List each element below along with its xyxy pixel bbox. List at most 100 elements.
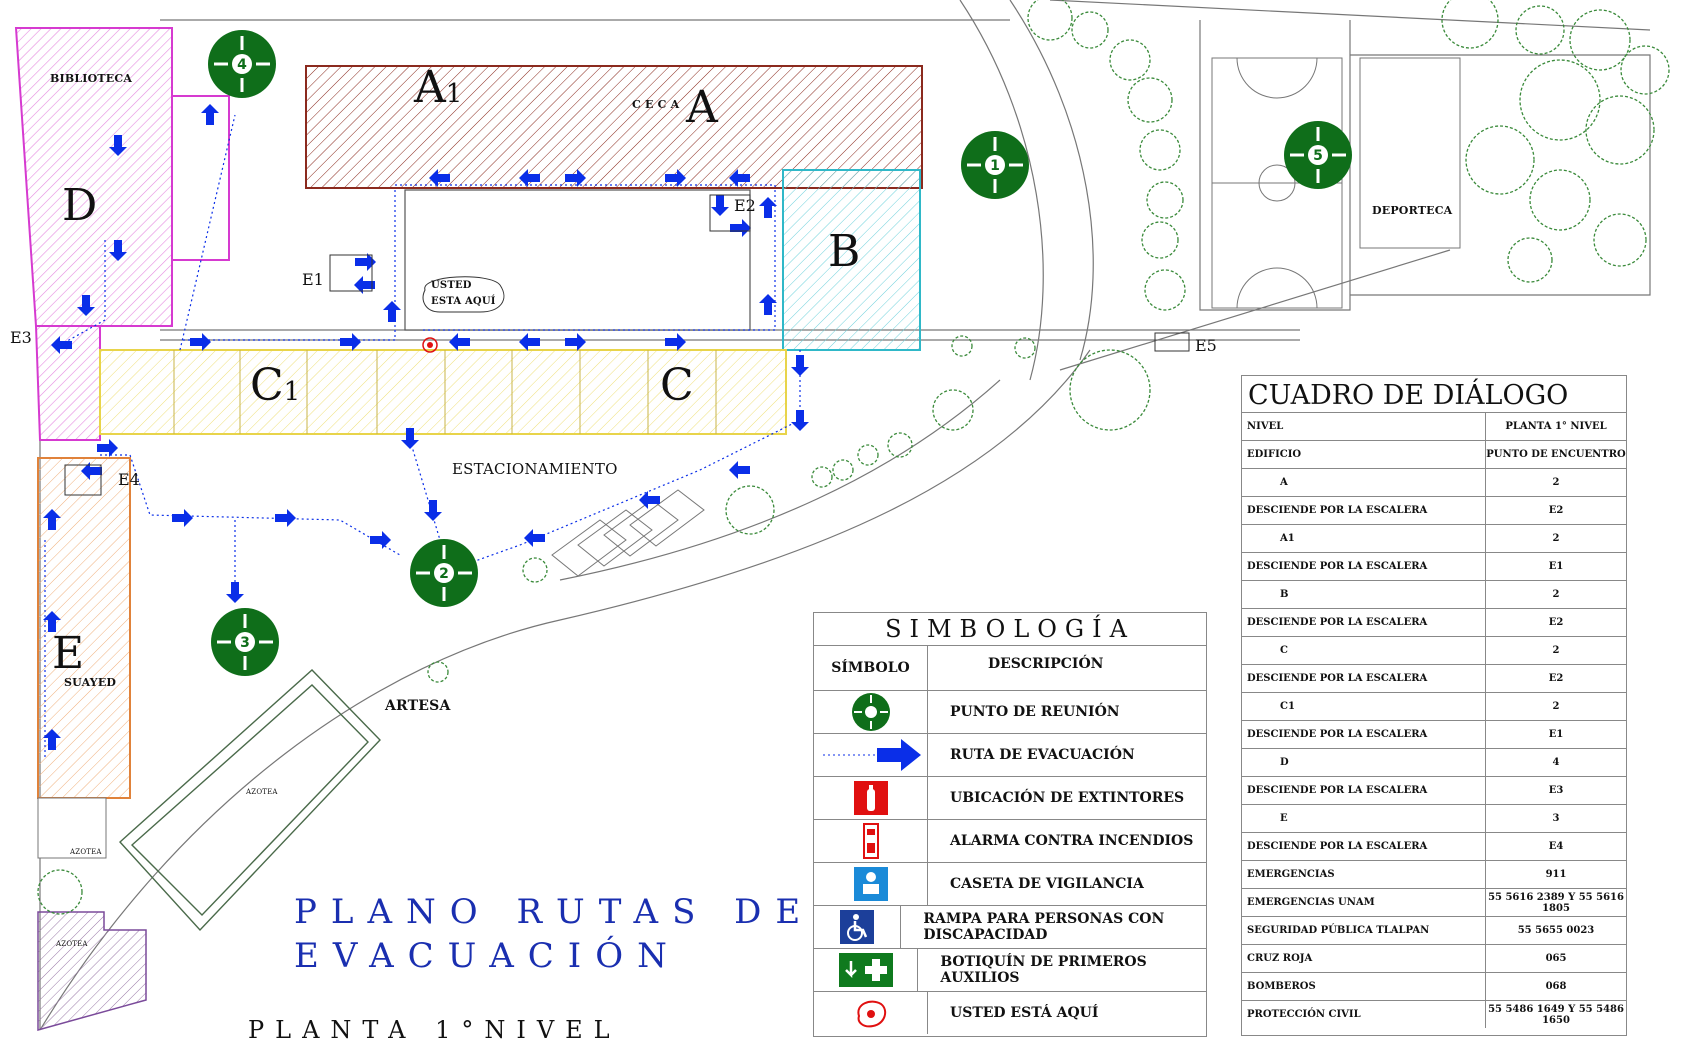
dialog-value: PUNTO DE ENCUENTRO bbox=[1485, 440, 1626, 469]
evacuation-arrow bbox=[43, 729, 61, 750]
legend-row-guard: CASETA DE VIGILANCIA bbox=[814, 863, 1206, 906]
evacuation-arrow bbox=[43, 509, 61, 530]
legend-desc: RAMPA PARA PERSONAS CON DISCAPACIDAD bbox=[923, 911, 1165, 943]
tree bbox=[951, 335, 973, 357]
evacuation-arrow bbox=[519, 333, 540, 351]
dialog-value: E4 bbox=[1485, 832, 1626, 861]
dialog-value: 2 bbox=[1485, 524, 1626, 553]
label-azotea-3: AZOTEA bbox=[56, 940, 88, 948]
building-d bbox=[14, 27, 230, 441]
guard-booth-icon bbox=[814, 863, 928, 905]
dialog-value: E2 bbox=[1485, 608, 1626, 637]
evacuation-arrow bbox=[565, 333, 586, 351]
evacuation-arrow bbox=[729, 461, 750, 479]
dialog-value: 2 bbox=[1485, 692, 1626, 721]
tree bbox=[1465, 125, 1535, 195]
evacuation-arrow bbox=[340, 333, 361, 351]
legend-row-extinguisher: UBICACIÓN DE EXTINTORES bbox=[814, 777, 1206, 820]
dialog-label: BOMBEROS bbox=[1242, 972, 1486, 1001]
evacuation-arrow bbox=[226, 582, 244, 603]
tree bbox=[427, 661, 449, 683]
label-biblioteca: BIBLIOTECA bbox=[50, 72, 133, 85]
evacuation-arrow bbox=[565, 169, 586, 187]
evacuation-arrow bbox=[639, 491, 660, 509]
legend-desc: CASETA DE VIGILANCIA bbox=[950, 876, 1144, 892]
building-label-c: C bbox=[660, 360, 694, 411]
building-label-e: E bbox=[52, 628, 85, 679]
label-suayed: SUAYED bbox=[64, 676, 117, 689]
evacuation-arrow bbox=[665, 169, 686, 187]
dialog-label: D bbox=[1242, 748, 1486, 777]
legend-row-ramp: RAMPA PARA PERSONAS CON DISCAPACIDAD bbox=[814, 906, 1206, 949]
exit-label-e2: E2 bbox=[734, 196, 756, 215]
tree bbox=[1146, 181, 1184, 219]
meeting-point-number: 5 bbox=[1313, 148, 1323, 164]
evacuation-route-lines bbox=[44, 114, 801, 760]
evacuation-arrow bbox=[97, 439, 118, 457]
evacuation-arrow bbox=[729, 169, 750, 187]
evacuation-arrows bbox=[43, 104, 809, 750]
building-label-c1: C1 bbox=[250, 360, 301, 411]
tree bbox=[832, 459, 854, 481]
evacuation-arrow bbox=[791, 355, 809, 376]
evacuation-arrow bbox=[51, 336, 72, 354]
label-azotea-1: AZOTEA bbox=[246, 788, 278, 796]
evacuation-arrow-icon bbox=[814, 734, 928, 776]
dialog-label: DESCIENDE POR LA ESCALERA bbox=[1242, 496, 1486, 525]
legend-desc: RUTA DE EVACUACIÓN bbox=[950, 747, 1135, 763]
evacuation-arrow bbox=[43, 611, 61, 632]
label-ceca: C E C A bbox=[632, 98, 680, 111]
extinguisher-icon bbox=[814, 777, 928, 819]
label-usted: USTED bbox=[431, 280, 472, 291]
tree bbox=[1141, 221, 1179, 259]
meeting-point-3: 3 bbox=[211, 608, 279, 676]
dialog-value: 2 bbox=[1485, 636, 1626, 665]
tree bbox=[1127, 77, 1173, 123]
building-label-d: D bbox=[62, 180, 98, 231]
tree bbox=[887, 432, 913, 458]
dialog-value: 55 5655 0023 bbox=[1485, 916, 1626, 945]
legend-header: SÍMBOLO DESCRIPCIÓN bbox=[814, 646, 1206, 691]
tree bbox=[1620, 45, 1670, 95]
label-azotea-2: AZOTEA bbox=[70, 848, 102, 856]
legend-desc: USTED ESTÁ AQUÍ bbox=[950, 1005, 1099, 1021]
exit-label-e3: E3 bbox=[10, 328, 32, 347]
dialog-value: 55 5486 1649 Y 55 5486 1650 bbox=[1488, 1003, 1624, 1026]
building-a bbox=[305, 65, 923, 189]
legend-desc: BOTIQUÍN DE PRIMEROS AUXILIOS bbox=[940, 954, 1147, 986]
meeting-point-number: 4 bbox=[237, 57, 247, 73]
evacuation-arrow bbox=[524, 529, 545, 547]
tree bbox=[1529, 169, 1591, 231]
wheelchair-icon bbox=[814, 906, 902, 948]
tree bbox=[811, 466, 833, 488]
dialog-label: DESCIENDE POR LA ESCALERA bbox=[1242, 552, 1486, 581]
dialog-value: 068 bbox=[1485, 972, 1626, 1001]
legend-simbologia: SIMBOLOGÍA SÍMBOLO DESCRIPCIÓN PUNTO DE … bbox=[813, 612, 1207, 1037]
meeting-point-icon bbox=[814, 691, 928, 733]
dialog-value: E1 bbox=[1485, 552, 1626, 581]
dialog-value: PLANTA 1° NIVEL bbox=[1485, 413, 1626, 441]
dialog-value: E1 bbox=[1485, 720, 1626, 749]
dialog-value: 55 5616 2389 Y 55 5616 1805 bbox=[1485, 888, 1626, 917]
label-estacionamiento: ESTACIONAMIENTO bbox=[452, 460, 618, 478]
tree bbox=[1139, 129, 1181, 171]
trees bbox=[37, 0, 1670, 915]
legend-title: SIMBOLOGÍA bbox=[814, 613, 1206, 646]
tree bbox=[1519, 59, 1601, 141]
label-deporteca: DEPORTECA bbox=[1372, 204, 1453, 217]
building-label-a1: A1 bbox=[414, 62, 463, 113]
tree bbox=[857, 444, 879, 466]
tree bbox=[1585, 95, 1655, 165]
tree bbox=[1515, 5, 1565, 55]
